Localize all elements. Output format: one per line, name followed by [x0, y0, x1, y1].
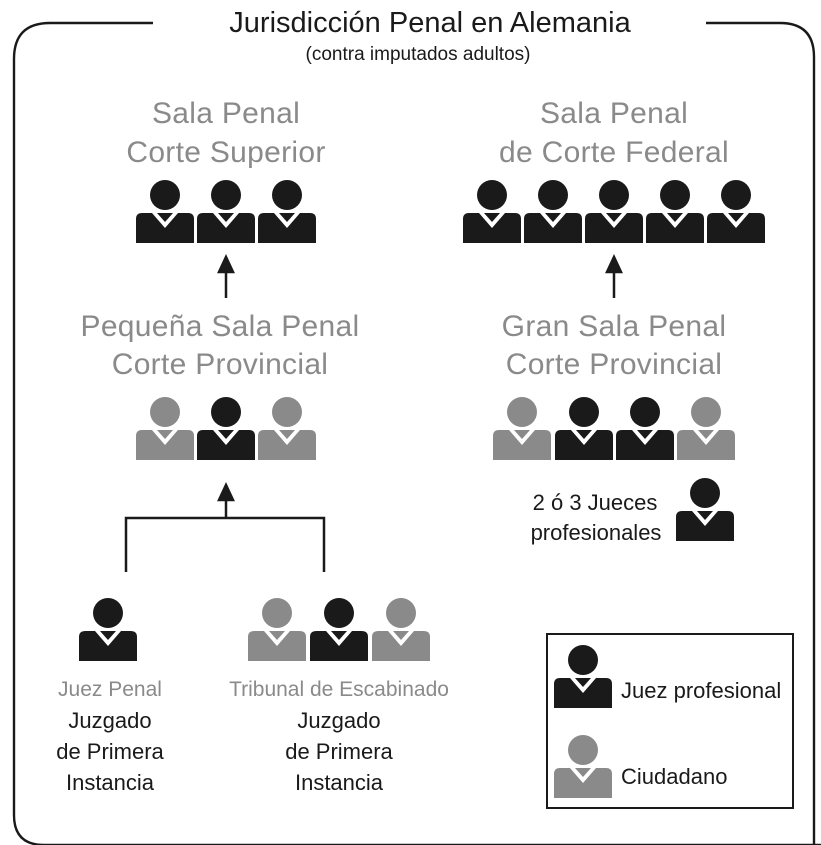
people-icons-layer — [79, 180, 765, 798]
federal-court-line2: de Corte Federal — [499, 136, 729, 169]
grand-provincial-line1: Gran Sala Penal — [501, 310, 727, 343]
lay-court-line3: Instancia — [294, 770, 384, 795]
legend-citizen-label: Ciudadano — [621, 764, 728, 789]
diagram-subtitle: (contra imputados adultos) — [305, 44, 531, 65]
lay-court-line2: de Primera — [285, 739, 393, 764]
small-provincial-line1: Pequeña Sala Penal — [80, 310, 360, 343]
federal-judge-icon — [585, 180, 643, 243]
judges-count-note-line1: 2 ó 3 Jueces — [532, 490, 658, 515]
small-provincial-judge-icon — [197, 397, 255, 460]
judges-count-note-line2: profesionales — [530, 520, 662, 545]
connector-first-instance — [124, 482, 326, 572]
federal-judge-icon — [524, 180, 582, 243]
criminal-judge-line3: Instancia — [65, 770, 155, 795]
arrow-grand-to-federal — [605, 254, 623, 298]
federal-judge-icon — [646, 180, 704, 243]
lay-court-citizen-icon — [372, 598, 430, 661]
lay-court-label: Tribunal de Escabinado — [229, 678, 449, 701]
superior-court-line2: Corte Superior — [126, 136, 326, 169]
federal-judge-icon — [463, 180, 521, 243]
legend-citizen-icon — [554, 735, 612, 798]
lay-court-judge-icon — [310, 598, 368, 661]
lay-court-line1: Juzgado — [297, 708, 381, 733]
superior-judge-icon — [136, 180, 194, 243]
lay-court-citizen-icon — [248, 598, 306, 661]
superior-judge-icon — [197, 180, 255, 243]
grand-provincial-note-judge-icon — [676, 478, 734, 541]
criminal-judge-line1: Juzgado — [68, 708, 152, 733]
grand-provincial-citizen-icon — [493, 397, 551, 460]
grand-provincial-citizen-icon — [677, 397, 735, 460]
grand-provincial-line2: Corte Provincial — [505, 348, 723, 381]
superior-judge-icon — [258, 180, 316, 243]
outer-frame — [12, 21, 821, 845]
federal-court-line1: Sala Penal — [539, 97, 689, 130]
grand-provincial-judge-icon — [616, 397, 674, 460]
criminal-judge-line2: de Primera — [56, 739, 164, 764]
small-provincial-line2: Corte Provincial — [111, 348, 329, 381]
federal-judge-icon — [707, 180, 765, 243]
small-provincial-citizen-icon — [258, 397, 316, 460]
legend-judge-label: Juez profesional — [621, 678, 782, 703]
superior-court-line1: Sala Penal — [151, 97, 301, 130]
grand-provincial-judge-icon — [555, 397, 613, 460]
legend-judge-icon — [554, 645, 612, 708]
criminal-judge-label: Juez Penal — [58, 678, 162, 701]
small-provincial-citizen-icon — [136, 397, 194, 460]
arrow-small-to-superior — [217, 254, 235, 298]
legend-box — [546, 633, 794, 809]
diagram-title: Jurisdicción Penal en Alemania — [229, 7, 631, 39]
criminal-judge-judge-icon — [79, 598, 137, 661]
